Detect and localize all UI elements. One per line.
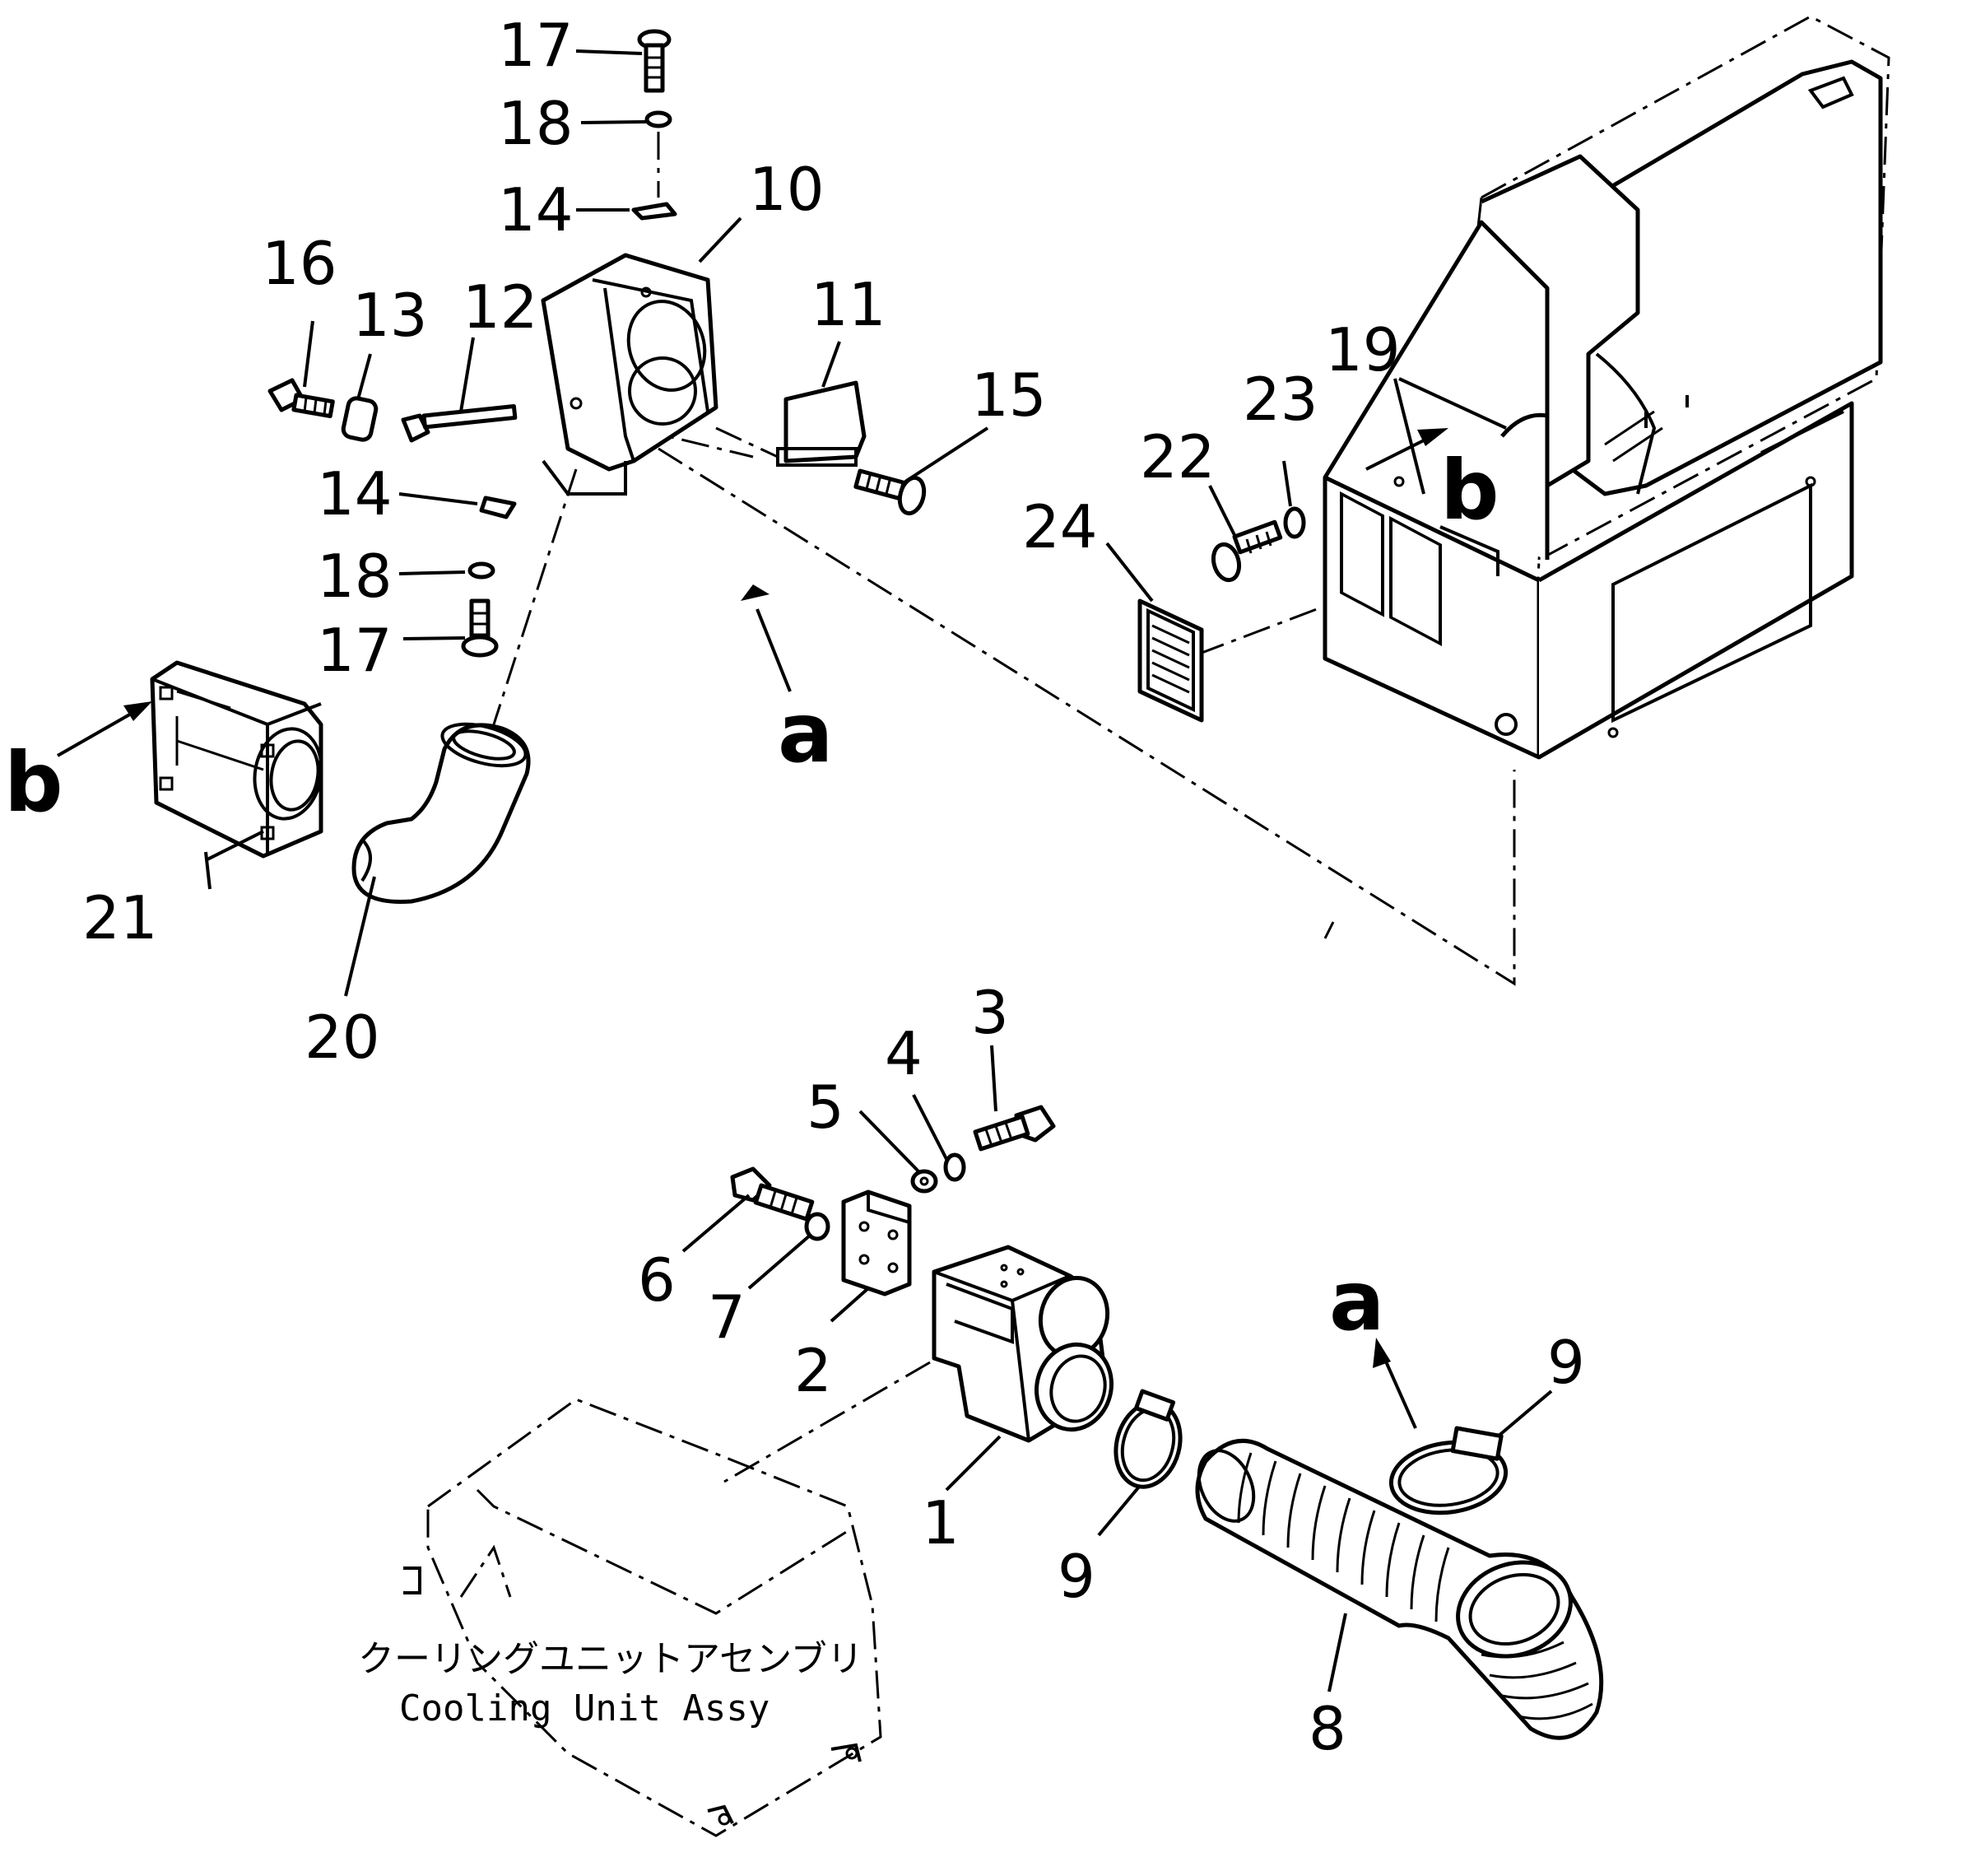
label-3: 3 bbox=[971, 978, 1009, 1047]
label-18-lower: 18 bbox=[317, 542, 393, 611]
label-20: 20 bbox=[305, 1003, 380, 1072]
label-10: 10 bbox=[749, 155, 825, 224]
caption-japanese: クーリングユニットアセンブリ bbox=[358, 1638, 863, 1680]
bolt-16 bbox=[267, 378, 335, 419]
label-1: 1 bbox=[922, 1488, 960, 1557]
part-labels: 17 18 14 10 16 13 12 11 15 14 18 17 19 2… bbox=[82, 11, 1585, 1763]
reference-arrows bbox=[57, 428, 1448, 1429]
label-6: 6 bbox=[638, 1245, 676, 1315]
lock-washer-4 bbox=[943, 1152, 966, 1182]
screw-22 bbox=[1211, 519, 1283, 583]
clip-14-upper bbox=[631, 202, 677, 221]
ring-19 bbox=[1500, 412, 1548, 438]
leader-lines bbox=[204, 49, 1553, 1692]
ref-a-upper: a bbox=[778, 685, 833, 781]
flap-11 bbox=[715, 380, 867, 467]
label-5: 5 bbox=[807, 1073, 844, 1142]
bolt-6 bbox=[730, 1166, 815, 1222]
reference-letters: a b b a bbox=[4, 442, 1499, 1349]
label-14-upper: 14 bbox=[498, 175, 574, 244]
bolt-3 bbox=[973, 1105, 1056, 1152]
label-4: 4 bbox=[885, 1019, 923, 1088]
louver-24 bbox=[1137, 598, 1204, 723]
cab-housing bbox=[1323, 15, 1890, 760]
label-21: 21 bbox=[82, 883, 158, 952]
label-17-lower: 17 bbox=[317, 616, 393, 685]
elbow-20 bbox=[351, 722, 531, 904]
label-14-lower: 14 bbox=[317, 459, 393, 528]
assembly-lines bbox=[492, 426, 1516, 1483]
washer-5 bbox=[910, 1169, 938, 1194]
screw-15 bbox=[853, 468, 927, 516]
label-2: 2 bbox=[794, 1336, 832, 1405]
label-23: 23 bbox=[1243, 365, 1318, 434]
label-8: 8 bbox=[1309, 1694, 1346, 1763]
washer-18-upper bbox=[644, 110, 672, 198]
grommet-13 bbox=[341, 396, 379, 442]
hose-8 bbox=[1195, 1438, 1604, 1740]
label-22: 22 bbox=[1140, 422, 1216, 491]
clamp-9-right bbox=[1388, 1426, 1509, 1515]
label-19: 19 bbox=[1325, 315, 1401, 384]
ref-b-left: b bbox=[4, 734, 63, 831]
label-18-upper: 18 bbox=[498, 89, 574, 158]
label-15: 15 bbox=[971, 361, 1047, 430]
bracket-2 bbox=[841, 1189, 912, 1296]
label-9-left: 9 bbox=[1058, 1542, 1095, 1611]
screw-17-lower bbox=[461, 598, 499, 658]
duct-part-1 bbox=[932, 1245, 1114, 1443]
label-7: 7 bbox=[708, 1282, 746, 1352]
label-9-right: 9 bbox=[1547, 1328, 1585, 1397]
cooling-unit-assy bbox=[403, 1398, 882, 1837]
label-17-upper: 17 bbox=[498, 11, 574, 80]
screw-17-upper bbox=[637, 29, 672, 93]
cooling-unit-caption: クーリングユニットアセンブリ Cooling Unit Assy bbox=[358, 1638, 863, 1729]
washer-23 bbox=[1283, 506, 1306, 539]
clamp-9-left bbox=[1114, 1389, 1183, 1489]
shaft-12 bbox=[401, 404, 518, 443]
washer-18-lower bbox=[467, 561, 495, 580]
ref-b-right: b bbox=[1440, 442, 1499, 538]
label-24: 24 bbox=[1022, 492, 1098, 561]
label-16: 16 bbox=[262, 229, 337, 298]
label-11: 11 bbox=[811, 270, 886, 339]
caption-english: Cooling Unit Assy bbox=[399, 1687, 769, 1729]
clip-14-lower bbox=[479, 496, 517, 519]
ref-a-lower: a bbox=[1329, 1253, 1384, 1349]
duct-part-10 bbox=[541, 253, 718, 496]
duct-box-21 bbox=[150, 660, 323, 859]
label-12: 12 bbox=[463, 272, 538, 342]
label-13: 13 bbox=[352, 281, 428, 350]
washer-7 bbox=[804, 1212, 830, 1241]
